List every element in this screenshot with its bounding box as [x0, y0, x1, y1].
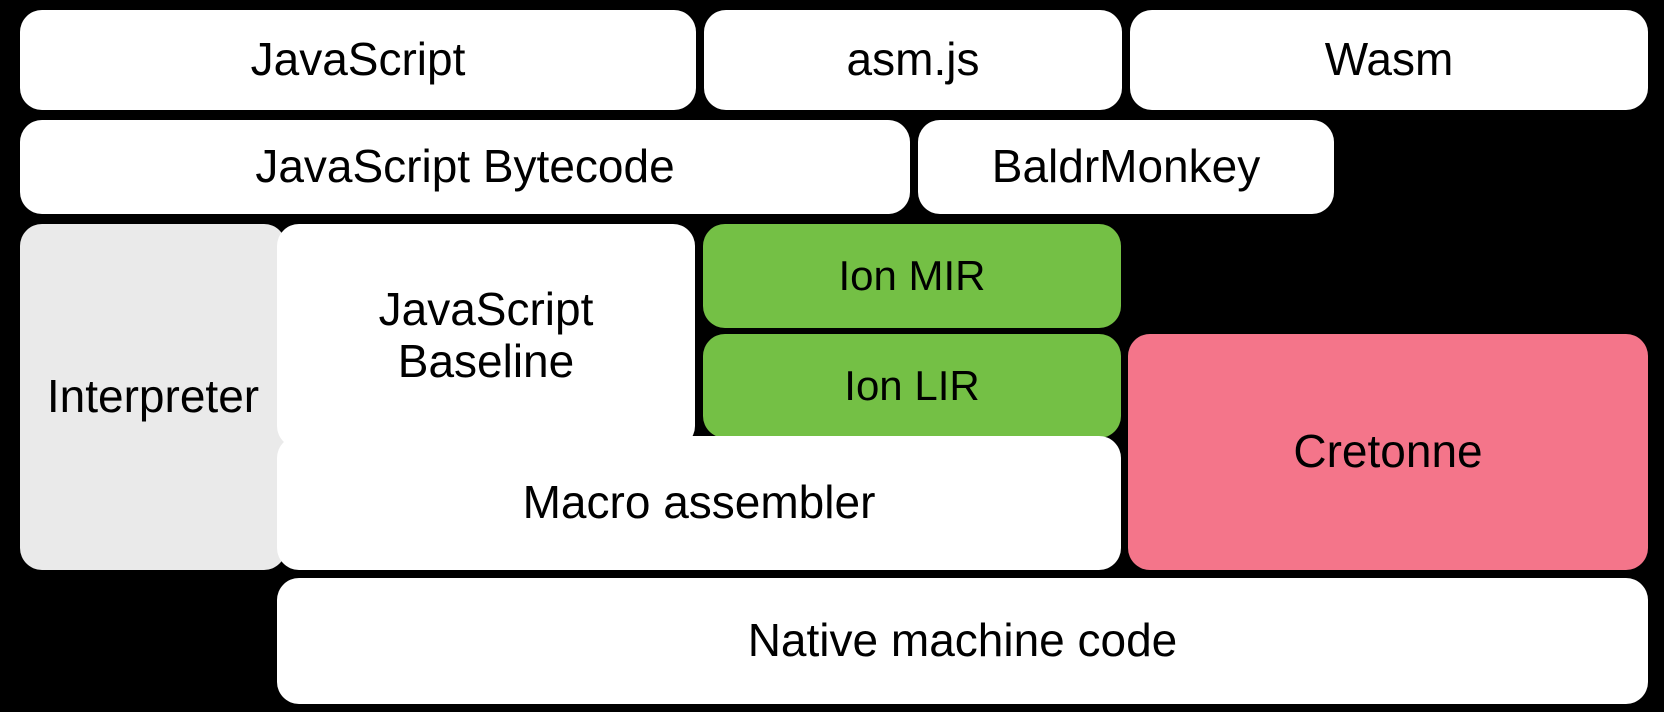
node-native-machine-code: Native machine code [277, 578, 1648, 704]
node-asmjs: asm.js [704, 10, 1122, 110]
node-macro-assembler: Macro assembler [277, 436, 1121, 570]
node-wasm: Wasm [1130, 10, 1648, 110]
node-javascript-bytecode: JavaScript Bytecode [20, 120, 910, 214]
node-baldrmonkey: BaldrMonkey [918, 120, 1334, 214]
node-cretonne: Cretonne [1128, 334, 1648, 570]
node-javascript-baseline: JavaScript Baseline [277, 224, 695, 448]
node-ion-mir: Ion MIR [703, 224, 1121, 328]
node-javascript: JavaScript [20, 10, 696, 110]
node-ion-lir: Ion LIR [703, 334, 1121, 438]
node-interpreter: Interpreter [20, 224, 286, 570]
